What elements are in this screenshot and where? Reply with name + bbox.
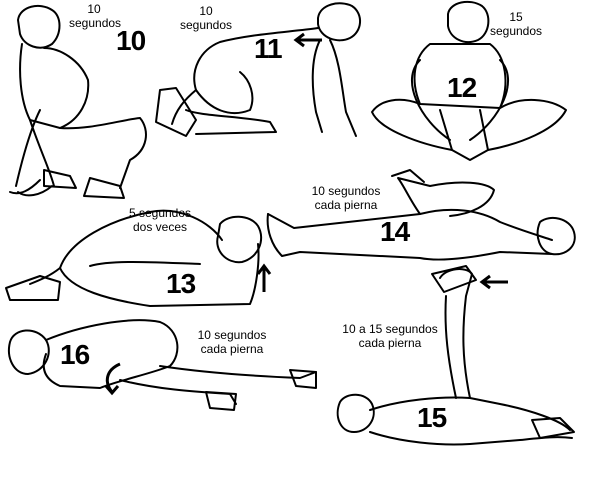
figure-14-quad-stretch — [266, 169, 576, 261]
caption-15-line-2: cada pierna — [358, 336, 422, 350]
exercise-number-11: 11 — [254, 33, 283, 64]
caption-16-line-2: cada pierna — [200, 342, 264, 356]
exercise-number-14: 14 — [380, 216, 410, 247]
exercise-number-12: 12 — [447, 72, 477, 103]
figure-12-butterfly — [371, 0, 567, 161]
caption-16-line-1: 10 segundos — [197, 328, 267, 342]
arrow-left-icon — [293, 32, 322, 48]
exercise-number-10: 10 — [116, 25, 146, 56]
arrow-curve-icon — [104, 362, 121, 396]
figure-10-squat — [9, 4, 147, 199]
caption-14: 10 segundos cada pierna — [306, 184, 386, 212]
figure-16-lying-twist — [8, 319, 317, 411]
exercise-number-15: 15 — [417, 402, 447, 433]
caption-12-line-1: 15 — [509, 10, 523, 24]
caption-13: 5 segundos dos veces — [125, 206, 195, 234]
caption-14-line-1: 10 segundos — [311, 184, 381, 198]
caption-10-line-2: segundos — [69, 16, 122, 30]
caption-15-line-1: 10 a 15 segundos — [342, 322, 438, 336]
arrow-left-icon — [479, 274, 508, 290]
caption-12-line-2: segundos — [489, 24, 543, 38]
figure-15-leg-raise — [336, 265, 575, 446]
arrow-up-icon — [256, 263, 272, 292]
caption-11-line-2: segundos — [179, 18, 233, 32]
caption-10-line-1: 10 — [87, 2, 101, 16]
caption-13-line-1: 5 segundos — [128, 206, 192, 220]
figure-13-knees-to-chest — [5, 209, 263, 307]
caption-10: 10 segundos — [69, 2, 122, 30]
exercise-number-13: 13 — [166, 268, 196, 299]
caption-14-line-2: cada pierna — [314, 198, 378, 212]
caption-11-line-1: 10 — [199, 4, 213, 18]
caption-16: 10 segundos cada pierna — [192, 328, 272, 356]
caption-13-line-2: dos veces — [132, 220, 188, 234]
caption-12: 15 segundos — [486, 10, 546, 38]
exercise-number-16: 16 — [60, 339, 90, 370]
caption-15: 10 a 15 segundos cada pierna — [340, 322, 440, 350]
figure-11-lunge — [155, 2, 361, 137]
caption-11: 10 segundos — [178, 4, 234, 32]
